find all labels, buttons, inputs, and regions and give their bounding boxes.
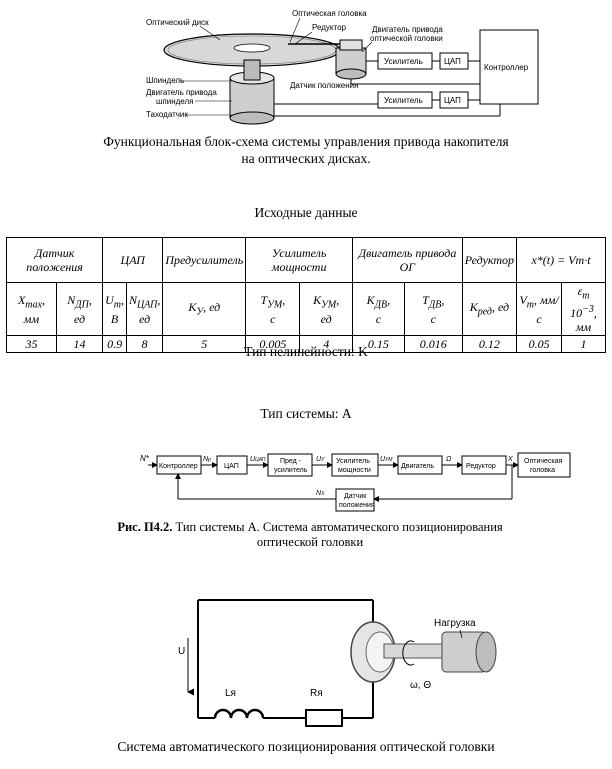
col-ndp: NДП,ед — [55, 281, 104, 337]
controller-block-2-label: Контроллер — [159, 463, 198, 470]
controller-block — [479, 29, 539, 105]
figure1-caption: Функциональная блок-схема системы управл… — [103, 134, 509, 166]
th-power-amp: Усилитель мощности — [245, 237, 354, 283]
head-block — [517, 452, 571, 478]
omega-label: ω, Θ — [410, 680, 431, 691]
label-spindle-motor-1: Двигатель привода — [146, 88, 217, 97]
val-xmax: 35 — [6, 335, 57, 354]
val-kred: 0.12 — [461, 335, 518, 354]
r-label: Rя — [310, 688, 323, 699]
svg-text:Ω: Ω — [446, 456, 452, 463]
controller-label: Контроллер — [484, 63, 529, 72]
val-ndp: 14 — [55, 335, 104, 354]
col-um: Um,В — [102, 281, 128, 337]
col-ncap: NЦАП,ед — [126, 281, 164, 337]
figure3-caption: Система автоматического позиционирования… — [117, 739, 495, 754]
col-tum: TУМ,с — [245, 281, 301, 337]
col-ky: KУ, ед — [162, 281, 247, 337]
system-type: Тип системы: А — [260, 406, 352, 421]
figure2-caption-text: Тип системы А. Система автоматического п… — [172, 520, 503, 549]
table-title: Исходные данные — [254, 205, 358, 220]
col-vm: Vm, мм/с — [516, 281, 563, 337]
head-label-2: головка — [530, 467, 555, 474]
val-um: 0.9 — [102, 335, 128, 354]
preamp-label-1: Пред - — [280, 458, 302, 465]
th-dac: ЦАП — [102, 237, 164, 283]
reducer-block-label: Редуктор — [466, 463, 496, 470]
figure2-caption-bold: Рис. П4.2. — [117, 520, 173, 534]
amplifier-1-label: Усилитель — [384, 57, 423, 66]
head-label-1: Оптическая — [524, 458, 563, 465]
label-spindle-motor-2: шпинделя — [156, 97, 194, 106]
label-pos-sensor: Датчик положения — [290, 81, 358, 90]
power-amp-label-1: Усилитель — [336, 458, 370, 465]
power-amp-label-2: мощности — [338, 467, 371, 474]
th-reference: x*(t) = Vm·t — [516, 237, 606, 283]
inductor — [213, 708, 265, 719]
dac-block-2-label: ЦАП — [224, 463, 239, 470]
label-head: Оптическая головка — [292, 9, 367, 18]
col-eps: εm 10−3,мм — [561, 281, 606, 337]
col-kum: KУМ,ед — [299, 281, 354, 337]
spindle-motor — [229, 77, 275, 119]
resistor — [305, 709, 343, 727]
val-eps: 1 — [561, 335, 606, 354]
preamp-label-2: усилитель — [274, 467, 308, 474]
motor-circuit: U Lя Rя Нагрузка ω, Θ — [178, 599, 497, 727]
th-reducer: Редуктор — [461, 237, 518, 283]
motor-block-label: Двигатель — [401, 463, 434, 470]
val-tdv: 0.016 — [403, 335, 463, 354]
val-kdv: 0.15 — [352, 335, 405, 354]
u-label: U — [178, 646, 185, 657]
col-tdv: TДВ,с — [403, 281, 463, 337]
nonlinearity-type: Тип нелинейности: K — [244, 344, 368, 359]
sensor-block — [335, 488, 375, 512]
svg-text:NX: NX — [316, 490, 325, 497]
dac-1-label: ЦАП — [444, 57, 461, 66]
svg-text:Nр: Nр — [203, 456, 211, 463]
label-spindle: Шпиндель — [146, 76, 184, 85]
th-sensor: Датчик положения — [5, 237, 104, 283]
col-kdv: KДВ,с — [352, 281, 405, 337]
dac-2-label: ЦАП — [444, 96, 461, 105]
l-label: Lя — [225, 688, 236, 699]
label-tacho: Таходатчик — [146, 110, 188, 119]
col-xmax: Xmax,мм — [6, 281, 57, 337]
val-tum: 0.005 — [245, 335, 301, 354]
svg-text:UУМ: UУМ — [380, 456, 393, 463]
label-reducer: Редуктор — [312, 23, 347, 32]
svg-text:X: X — [507, 456, 513, 463]
block-diagram: N* Контроллер Nр ЦАП UЦАП Пред - усилите… — [140, 452, 571, 512]
th-preamp: Предусилитель — [162, 237, 247, 283]
sensor-label-2: положения — [339, 502, 375, 509]
label-disk: Оптический диск — [146, 18, 209, 27]
label-head-motor-1: Двигатель привода — [372, 25, 443, 34]
figure2-caption: Рис. П4.2. Тип системы А. Система автома… — [110, 520, 510, 550]
label-head-motor-2: оптической головки — [370, 34, 443, 43]
functional-diagram: Оптический диск Шпиндель Двигатель приво… — [146, 9, 539, 125]
sensor-label-1: Датчик — [344, 493, 367, 500]
val-ncap: 8 — [126, 335, 164, 354]
val-vm: 0.05 — [516, 335, 563, 354]
params-table: Датчик положения ЦАП Предусилитель Усили… — [5, 237, 606, 354]
svg-text:UУ: UУ — [316, 456, 325, 463]
amplifier-2-label: Усилитель — [384, 96, 423, 105]
col-kred: Kред, ед — [461, 281, 518, 337]
th-motor: Двигатель привода ОГ — [352, 237, 463, 283]
svg-text:N*: N* — [140, 454, 150, 463]
svg-text:UЦАП: UЦАП — [250, 456, 266, 463]
load-label: Нагрузка — [434, 618, 476, 629]
